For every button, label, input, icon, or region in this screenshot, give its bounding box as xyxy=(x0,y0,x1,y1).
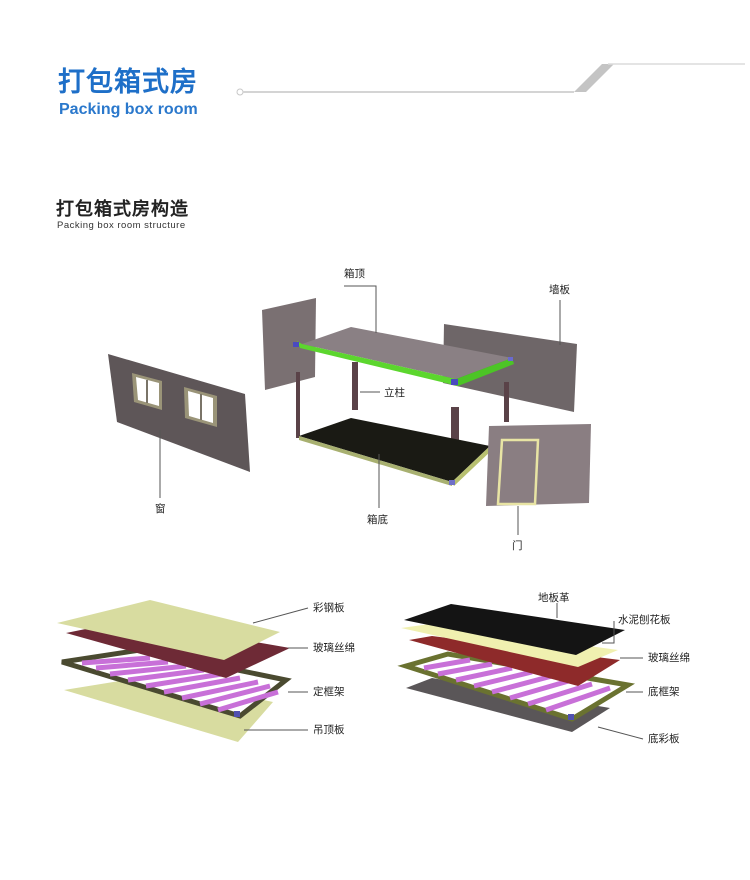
label-column: 立柱 xyxy=(384,387,405,399)
label-glass-wool-roof: 玻璃丝绵 xyxy=(313,642,355,654)
roof-layers-diagram xyxy=(57,600,292,742)
label-window: 窗 xyxy=(155,503,166,515)
wall-panel-right xyxy=(443,324,577,412)
label-base: 箱底 xyxy=(367,514,388,526)
label-roof: 箱顶 xyxy=(344,268,365,280)
page-title: 打包箱式房 xyxy=(58,67,198,98)
label-bottom-sheet: 底彩板 xyxy=(648,733,680,745)
section-title: 打包箱式房构造 xyxy=(56,199,189,220)
door-panel xyxy=(486,424,591,506)
label-ceiling-board: 吊顶板 xyxy=(313,724,345,736)
window-wall-panel xyxy=(108,354,250,472)
label-steel-sheet: 彩钢板 xyxy=(313,602,345,614)
leader-lines-main xyxy=(159,285,561,535)
header-divider xyxy=(236,63,745,96)
base-frame xyxy=(299,418,492,486)
label-glass-wool-floor: 玻璃丝绵 xyxy=(648,652,690,664)
page-subtitle: Packing box room xyxy=(59,101,198,118)
label-cement-board: 水泥刨花板 xyxy=(618,614,671,626)
leader-lines-floor xyxy=(556,603,644,740)
label-wall-panel: 墙板 xyxy=(549,284,570,296)
label-door: 门 xyxy=(512,540,523,552)
label-bottom-frame: 底框架 xyxy=(648,686,680,698)
leader-lines-roof xyxy=(244,607,309,731)
floor-layers-diagram xyxy=(397,604,636,732)
roof-frame xyxy=(293,327,514,386)
label-fixed-frame: 定框架 xyxy=(313,686,345,698)
section-subtitle: Packing box room structure xyxy=(57,220,186,231)
label-floor-leather: 地板革 xyxy=(538,592,570,604)
side-wall-panel-left xyxy=(262,298,316,390)
